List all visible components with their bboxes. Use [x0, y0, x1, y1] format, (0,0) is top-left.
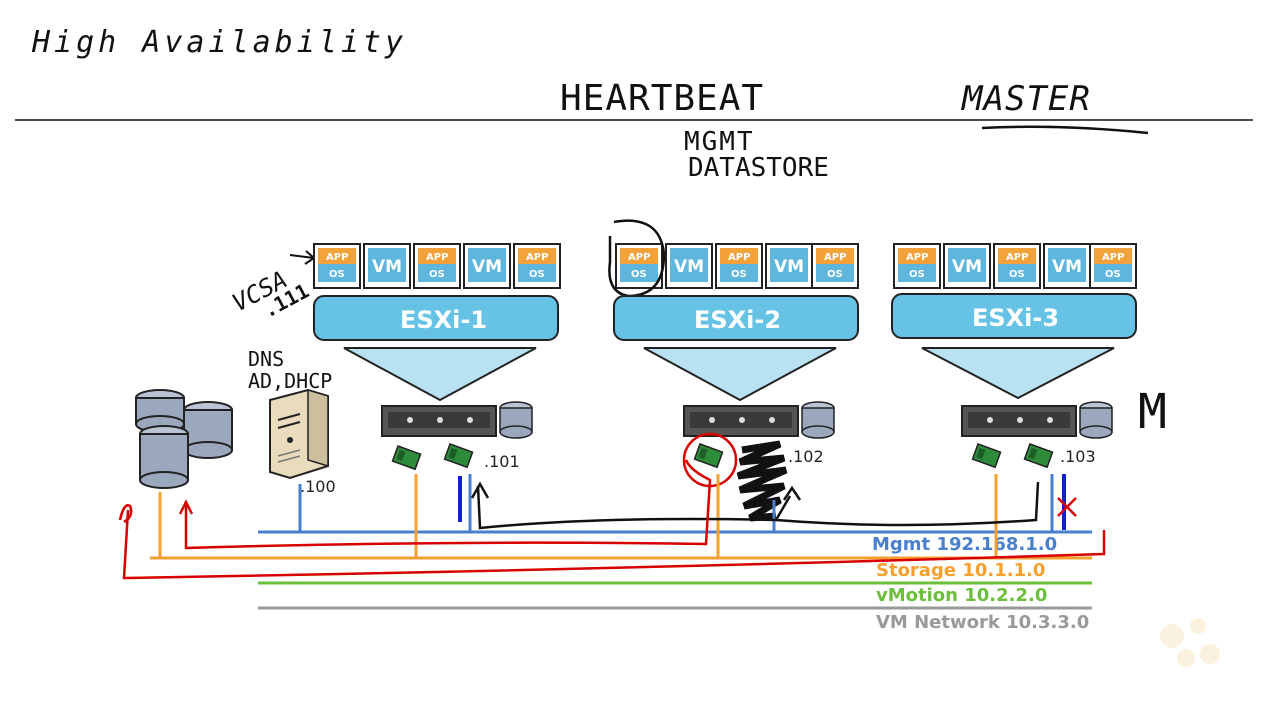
nic-icon [443, 443, 474, 469]
svg-text:OS: OS [827, 269, 843, 280]
svg-text:APP: APP [628, 252, 650, 263]
host-ip: .103 [1060, 447, 1096, 466]
svg-text:APP: APP [426, 252, 448, 263]
storage-heartbeat-path [122, 459, 1106, 580]
vm-box: VM [463, 243, 511, 289]
vm-box: VM [943, 243, 991, 289]
host-esxi-1: APP OS VM APP OS VM [313, 243, 561, 558]
vm-box: VM [363, 243, 411, 289]
vcsa-circle-annotation [608, 219, 666, 298]
esxi-bar [891, 293, 1137, 339]
heartbeat-note: HEARTBEAT [560, 78, 764, 119]
local-disk-icon [1079, 401, 1113, 439]
heartbeat-arrow-2 [782, 485, 802, 501]
mgmt-note: MGMT [684, 127, 755, 157]
app-os-vm: APP OS [313, 243, 361, 289]
vm-row-3: APP OS VM APP OS VM [893, 243, 1137, 289]
app-os-vm: APP OS [993, 243, 1041, 289]
nic-icon [971, 443, 1002, 469]
heartbeat-path [476, 481, 1040, 530]
hypervisor-funnel [643, 347, 837, 402]
nic-icon [693, 443, 724, 469]
server-icon [683, 405, 799, 437]
red-arrow-1 [118, 504, 133, 524]
dns-server-icon [269, 388, 329, 480]
storage-array-icon [135, 389, 233, 489]
vm-box: VM [765, 243, 813, 289]
vmotion-network-label: vMotion 10.2.2.0 [876, 585, 1047, 606]
master-mark: M [1138, 384, 1167, 440]
vcsa-annotation: VCSA .111 [228, 250, 316, 322]
hypervisor-funnel [921, 347, 1115, 400]
dns-server-ip: .100 [300, 477, 336, 496]
svg-text:OS: OS [631, 269, 647, 280]
vcsa-arrow [289, 250, 316, 265]
app-os-vm: APP OS [413, 243, 461, 289]
host-ip: .102 [788, 447, 824, 466]
svg-text:OS: OS [731, 269, 747, 280]
vm-row-1: APP OS VM APP OS VM [313, 243, 561, 289]
local-disk-icon [801, 401, 835, 439]
vm-row-2: APP OS VM APP OS VM [615, 243, 859, 289]
host-ip: .101 [484, 452, 520, 471]
vm-box: VM [1043, 243, 1091, 289]
svg-text:OS: OS [329, 269, 345, 280]
nic-icon [1023, 443, 1054, 469]
app-os-vm: APP OS [811, 243, 859, 289]
storage-network-label: Storage 10.1.1.0 [876, 560, 1045, 581]
master-underline [981, 125, 1149, 135]
esxi-label: ESXi-3 [972, 304, 1059, 332]
svg-text:OS: OS [1105, 269, 1121, 280]
server-icon [961, 405, 1077, 437]
app-os-vm: APP OS [715, 243, 763, 289]
svg-text:APP: APP [906, 252, 928, 263]
esxi-label: ESXi-1 [400, 306, 487, 334]
svg-text:VM: VM [952, 257, 982, 277]
master-note: MASTER [961, 79, 1091, 119]
dns-note: DNS [248, 347, 284, 371]
svg-text:APP: APP [326, 252, 348, 263]
local-disk-icon [499, 401, 533, 439]
svg-text:APP: APP [824, 252, 846, 263]
svg-text:APP: APP [1102, 252, 1124, 263]
svg-text:APP: APP [728, 252, 750, 263]
host-esxi-2: APP OS VM APP OS VM [608, 219, 859, 558]
svg-text:OS: OS [529, 269, 545, 280]
host-esxi-3: APP OS VM APP OS VM [891, 243, 1137, 558]
page-title: High Availability [31, 25, 407, 60]
ad-dhcp-note: AD,DHCP [248, 369, 332, 393]
svg-text:VM: VM [774, 257, 804, 277]
x-mark [1057, 497, 1077, 517]
svg-text:VM: VM [372, 257, 402, 277]
svg-text:APP: APP [1006, 252, 1028, 263]
hypervisor-funnel [343, 347, 537, 402]
svg-text:APP: APP [526, 252, 548, 263]
vm-box: VM [665, 243, 713, 289]
datastore-note: DATASTORE [688, 153, 829, 183]
svg-text:VM: VM [472, 257, 502, 277]
vm-network-label: VM Network 10.3.3.0 [876, 612, 1089, 633]
svg-text:VM: VM [674, 257, 704, 277]
esxi-bar [613, 295, 859, 341]
esxi-label: ESXi-2 [694, 306, 781, 334]
server-icon [381, 405, 497, 437]
svg-text:OS: OS [1009, 269, 1025, 280]
esxi-bar [313, 295, 559, 341]
app-os-vm: APP OS [1089, 243, 1137, 289]
nic-icon [391, 445, 422, 471]
app-os-vm: APP OS [615, 243, 663, 289]
svg-text:OS: OS [909, 269, 925, 280]
app-os-vm: APP OS [513, 243, 561, 289]
scribble-mark [736, 440, 788, 522]
heartbeat-arrow-1 [470, 481, 490, 499]
svg-text:VM: VM [1052, 257, 1082, 277]
svg-text:OS: OS [429, 269, 445, 280]
mgmt-network-label: Mgmt 192.168.1.0 [872, 534, 1057, 555]
watermark-logo [1160, 618, 1220, 667]
red-arrow-2 [178, 499, 194, 515]
app-os-vm: APP OS [893, 243, 941, 289]
